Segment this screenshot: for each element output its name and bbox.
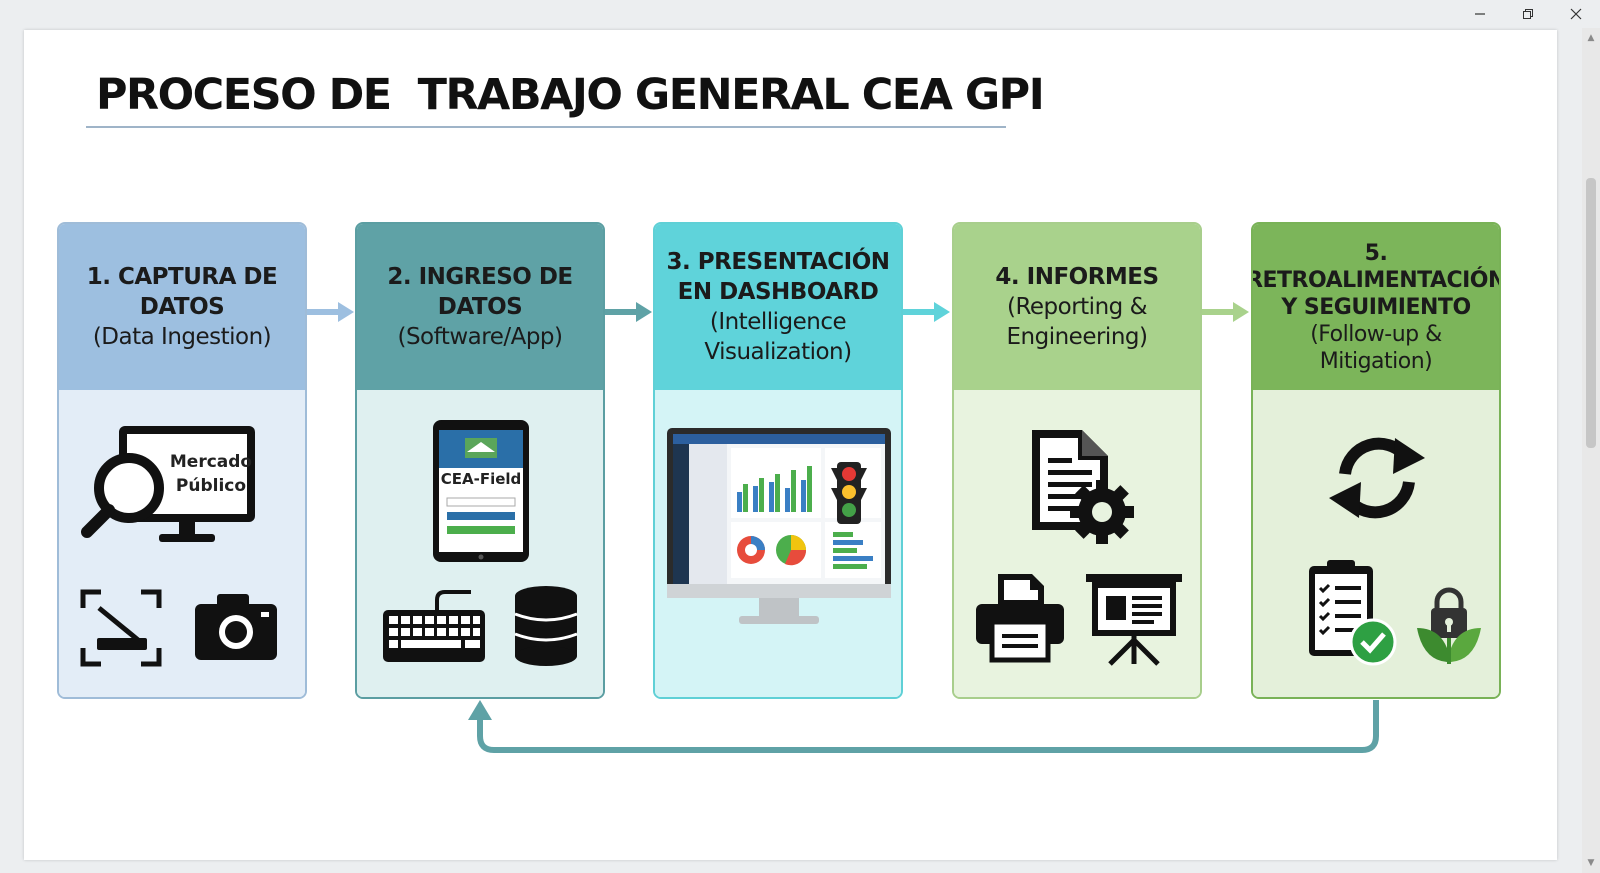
monitor-text-line-1: Mercado bbox=[169, 452, 253, 472]
slide-title: PROCESO DE TRABAJO GENERAL CEA GPI bbox=[96, 70, 1045, 120]
step-3-title-line-1: 3. PRESENTACIÓN bbox=[666, 249, 891, 275]
traffic-light-icon bbox=[831, 460, 867, 530]
scroll-thumb[interactable] bbox=[1586, 178, 1596, 448]
vertical-scrollbar[interactable]: ▲ ▼ bbox=[1582, 28, 1600, 873]
step-1-icons: Mercado Público bbox=[59, 390, 305, 697]
step-card-1: 1. CAPTURA DE DATOS (Data Ingestion) Mer… bbox=[57, 222, 307, 699]
step-2-icons: CEA-Field bbox=[357, 390, 603, 697]
step-card-4: 4. INFORMES (Reporting & Engineering) bbox=[952, 222, 1202, 699]
step-3-header: 3. PRESENTACIÓN EN DASHBOARD (Intelligen… bbox=[655, 224, 901, 390]
monitor-text: Mercado Público bbox=[161, 450, 261, 498]
flow-arrow-4-5 bbox=[1201, 302, 1249, 322]
slide-canvas: PROCESO DE TRABAJO GENERAL CEA GPI 1. CA… bbox=[24, 30, 1557, 860]
keyboard-icon bbox=[381, 586, 487, 666]
minimize-button[interactable] bbox=[1456, 0, 1504, 28]
step-3-subtitle-line-1: (Intelligence bbox=[709, 309, 847, 335]
connectors-layer bbox=[306, 302, 1379, 753]
clipboard-check-icon bbox=[1305, 556, 1397, 668]
lock-leaf-icon bbox=[1413, 586, 1485, 666]
app-name-label: CEA-Field bbox=[440, 470, 522, 488]
scroll-up-arrow-icon[interactable]: ▲ bbox=[1587, 33, 1595, 43]
step-card-2: 2. INGRESO DE DATOS (Software/App) CEA-F… bbox=[355, 222, 605, 699]
monitor-text-line-2: Público bbox=[175, 476, 247, 496]
camera-icon bbox=[191, 590, 281, 662]
step-5-header: 5. RETROALIMENTACIÓN Y SEGUIMIENTO (Foll… bbox=[1253, 224, 1499, 390]
step-5-title: 5. RETROALIMENTACIÓN Y SEGUIMIENTO bbox=[1251, 240, 1501, 321]
flow-arrow-3-4 bbox=[902, 302, 950, 322]
step-2-title: 2. INGRESO DE DATOS bbox=[387, 264, 573, 320]
close-icon bbox=[1570, 8, 1582, 20]
restore-button[interactable] bbox=[1504, 0, 1552, 28]
tablet-app-icon: CEA-Field bbox=[357, 418, 603, 568]
step-1-title: 1. CAPTURA DE DATOS bbox=[86, 264, 278, 320]
window-controls bbox=[1456, 0, 1600, 28]
flow-arrow-2-3 bbox=[604, 302, 652, 322]
step-2-subtitle: (Software/App) bbox=[397, 324, 563, 350]
title-underline bbox=[86, 126, 1006, 128]
step-5-subtitle-line-2: Mitigation) bbox=[1319, 348, 1433, 374]
close-button[interactable] bbox=[1552, 0, 1600, 28]
step-3-subtitle-line-2: Visualization) bbox=[704, 339, 852, 365]
step-4-icons bbox=[954, 390, 1200, 697]
feedback-loop-arrow bbox=[468, 700, 1379, 753]
printer-icon bbox=[972, 570, 1068, 664]
step-5-title-line-2: RETROALIMENTACIÓN bbox=[1251, 267, 1501, 293]
step-5-subtitle: (Follow-up & Mitigation) bbox=[1310, 321, 1442, 375]
scanner-icon bbox=[79, 586, 163, 670]
step-3-subtitle: (Intelligence Visualization) bbox=[704, 307, 852, 367]
restore-icon bbox=[1523, 9, 1533, 19]
step-5-subtitle-line-1: (Follow-up & bbox=[1310, 321, 1442, 347]
step-card-5: 5. RETROALIMENTACIÓN Y SEGUIMIENTO (Foll… bbox=[1251, 222, 1501, 699]
document-gear-icon bbox=[1028, 426, 1138, 548]
step-2-header: 2. INGRESO DE DATOS (Software/App) bbox=[357, 224, 603, 390]
step-4-subtitle-line-2: Engineering) bbox=[1006, 324, 1148, 350]
step-3-icons bbox=[655, 390, 901, 697]
step-4-subtitle-line-1: (Reporting & bbox=[1006, 294, 1148, 320]
step-5-icons bbox=[1253, 390, 1499, 697]
step-5-title-line-1: 5. bbox=[1364, 240, 1388, 266]
step-4-title: 4. INFORMES bbox=[995, 264, 1159, 290]
monitor-magnifier-icon: Mercado Público bbox=[79, 418, 279, 558]
step-4-subtitle: (Reporting & Engineering) bbox=[1007, 292, 1148, 352]
minimize-icon bbox=[1475, 13, 1485, 15]
step-4-header: 4. INFORMES (Reporting & Engineering) bbox=[954, 224, 1200, 390]
step-1-header: 1. CAPTURA DE DATOS (Data Ingestion) bbox=[59, 224, 305, 390]
step-3-title: 3. PRESENTACIÓN EN DASHBOARD bbox=[666, 247, 891, 307]
flow-arrow-1-2 bbox=[306, 302, 354, 322]
step-card-3: 3. PRESENTACIÓN EN DASHBOARD (Intelligen… bbox=[653, 222, 903, 699]
presentation-board-icon bbox=[1084, 570, 1184, 666]
refresh-cycle-icon bbox=[1323, 430, 1431, 526]
step-3-title-line-2: EN DASHBOARD bbox=[677, 279, 879, 305]
step-1-subtitle: (Data Ingestion) bbox=[92, 324, 272, 350]
database-icon bbox=[513, 584, 579, 666]
scroll-down-arrow-icon[interactable]: ▼ bbox=[1587, 858, 1595, 868]
step-5-title-line-3: Y SEGUIMIENTO bbox=[1281, 294, 1471, 320]
